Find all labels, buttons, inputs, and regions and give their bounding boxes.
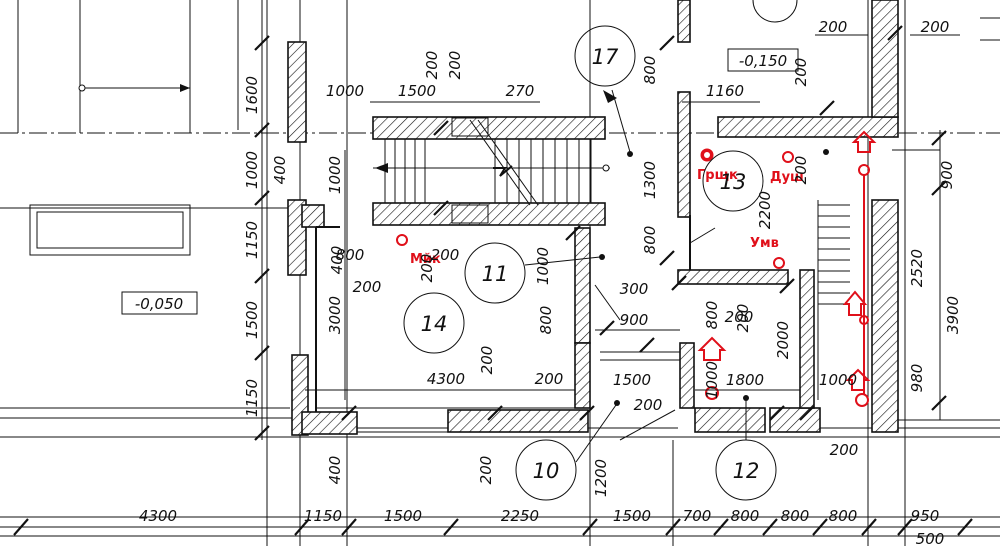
exterior-left: [29, 0, 191, 256]
dim: 1000: [703, 361, 721, 399]
room-number-11: 11: [482, 262, 509, 286]
room-circle-10: [515, 439, 577, 501]
room-outlines: [315, 215, 1000, 441]
dim: 900: [938, 161, 956, 190]
dim: 1000: [534, 247, 552, 285]
dim: 800: [641, 226, 659, 255]
label-grshk: Грщк: [697, 168, 738, 183]
dim: 200: [423, 51, 441, 80]
level-top: -0,150: [739, 52, 787, 70]
dim: 1300: [641, 161, 659, 199]
room-number-14: 14: [421, 312, 448, 336]
dim: 200: [418, 254, 436, 283]
dim: 200: [819, 18, 848, 36]
stair-right: [817, 200, 850, 400]
dim: 800: [731, 507, 760, 525]
dim: 4300: [427, 370, 465, 388]
dim: 1500: [243, 301, 261, 339]
dim: 1200: [592, 459, 610, 497]
label-mik: Мйк: [410, 252, 441, 267]
dim: 300: [620, 280, 649, 298]
level-left: -0,050: [135, 295, 183, 313]
label-dush: Душ: [770, 170, 804, 185]
dim: 200: [446, 51, 464, 80]
dim: 400: [326, 456, 344, 485]
dim: 2200: [756, 191, 774, 229]
dim: 200: [792, 156, 810, 185]
dim: 3900: [944, 296, 962, 334]
dim: 1000: [326, 156, 344, 194]
dim: 800: [829, 507, 858, 525]
dim: 200: [634, 396, 663, 414]
dim: 950: [911, 507, 940, 525]
dim: 1500: [384, 507, 422, 525]
dim: 200: [792, 58, 810, 87]
sanitary-marks: Грщк Душ Умв Мйк: [396, 130, 877, 407]
dim: 400: [271, 156, 289, 185]
dim: 400: [328, 246, 346, 275]
dim: 800: [781, 507, 810, 525]
dim: 200: [535, 370, 564, 388]
dim: 200: [734, 304, 752, 333]
dim: 800: [537, 306, 555, 335]
dim: 1600: [243, 76, 261, 114]
dim: 980: [908, 364, 926, 393]
dim: 1500: [613, 507, 651, 525]
dim: 1150: [304, 507, 342, 525]
label-umv: Умв: [750, 236, 779, 251]
dim: 200: [431, 246, 460, 264]
dim: 1500: [613, 371, 651, 389]
room-numbers: 17 13 11 14 10 12: [403, 25, 829, 501]
dim: 200: [830, 441, 859, 459]
dim: 200: [477, 456, 495, 485]
dim: 2520: [908, 249, 926, 287]
dim: 2250: [501, 507, 539, 525]
dim: 800: [703, 301, 721, 330]
room-circle-11: [464, 242, 526, 304]
dim: 1500: [398, 82, 436, 100]
dim: 200: [921, 18, 950, 36]
dimension-lines: [0, 0, 1000, 528]
dim: 200: [725, 308, 754, 326]
dimension-ticks: [13, 25, 973, 536]
dim: 200: [353, 278, 382, 296]
dim: 4300: [139, 507, 177, 525]
room-number-17: 17: [592, 45, 619, 69]
dim: 1000: [326, 82, 364, 100]
dim: 900: [620, 311, 649, 329]
dim: 1000: [819, 371, 857, 389]
room-circle-13: [702, 150, 764, 212]
level-marks: -0,050 -0,150: [121, 48, 799, 315]
dim: 800: [641, 56, 659, 85]
dimension-texts: 4300 1150 1500 2250 1500 700 800 800 800…: [139, 18, 962, 546]
walls: [287, 0, 899, 436]
dim: 500: [916, 530, 945, 546]
room-number-10: 10: [533, 459, 560, 483]
dim: 1000: [243, 151, 261, 189]
room-circle-17: [574, 25, 636, 87]
dim: 1150: [243, 379, 261, 417]
room-number-13: 13: [720, 170, 747, 194]
dim: 1150: [243, 221, 261, 259]
dim: 800: [336, 246, 365, 264]
dim: 3000: [326, 296, 344, 334]
room-number-12: 12: [733, 459, 760, 483]
dim: 700: [683, 507, 712, 525]
dim: 270: [506, 82, 535, 100]
dim: 200: [478, 346, 496, 375]
dim: 1160: [706, 82, 744, 100]
dim: 1800: [726, 371, 764, 389]
top-right-elements: [752, 0, 1000, 41]
stair-main: [373, 117, 610, 224]
room-circle-14: [403, 292, 465, 354]
dim: 2000: [774, 321, 792, 359]
